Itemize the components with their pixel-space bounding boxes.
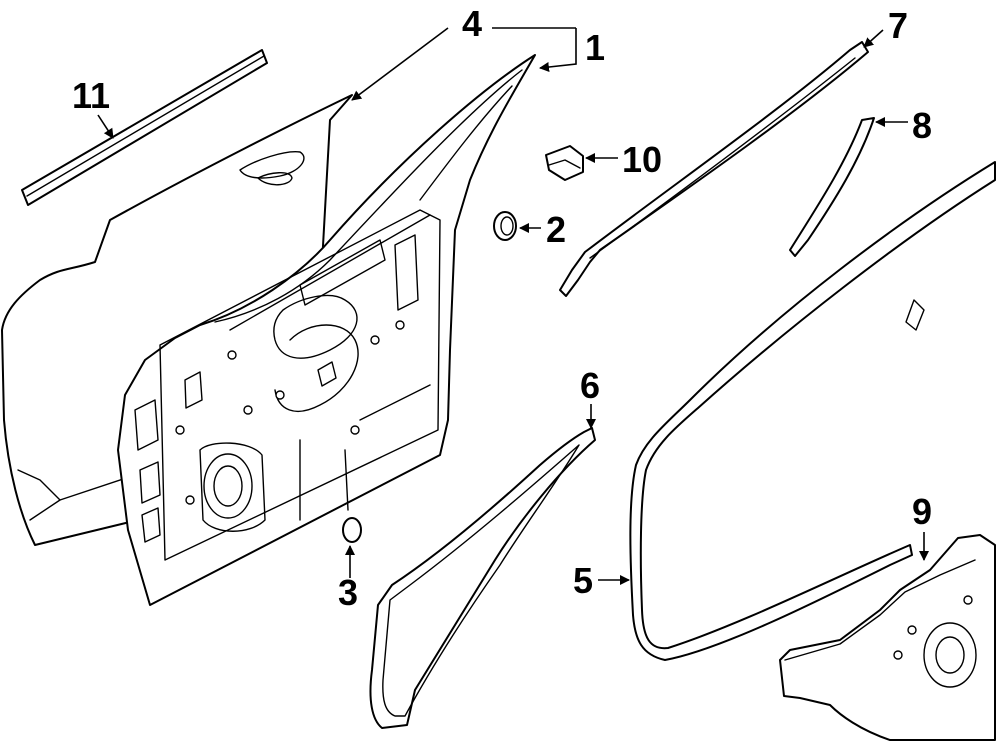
division-bar-seal: [789, 117, 875, 257]
callout-7: 7: [888, 5, 908, 46]
callout-3: 3: [338, 572, 358, 613]
plug-part-2: [493, 211, 517, 241]
callout-9: 9: [912, 491, 932, 532]
belt-molding-strip: [21, 49, 268, 206]
clip-part-10: [545, 145, 584, 181]
door-weatherstrip-body: [629, 161, 996, 661]
callout-5: 5: [573, 560, 593, 601]
door-trim-panel: [779, 534, 996, 741]
callout-1: 1: [585, 27, 605, 68]
plug-part-3: [342, 517, 362, 543]
door-opening-seal: [369, 427, 596, 729]
glass-run-channel: [559, 41, 869, 297]
callout-2: 2: [546, 209, 566, 250]
callout-10: 10: [622, 139, 662, 180]
callout-8: 8: [912, 105, 932, 146]
callout-4: 4: [462, 3, 482, 44]
callout-6: 6: [580, 365, 600, 406]
callout-11: 11: [72, 75, 110, 116]
leader-lines: [97, 27, 929, 585]
door-shell-inner-panel: [117, 54, 536, 606]
